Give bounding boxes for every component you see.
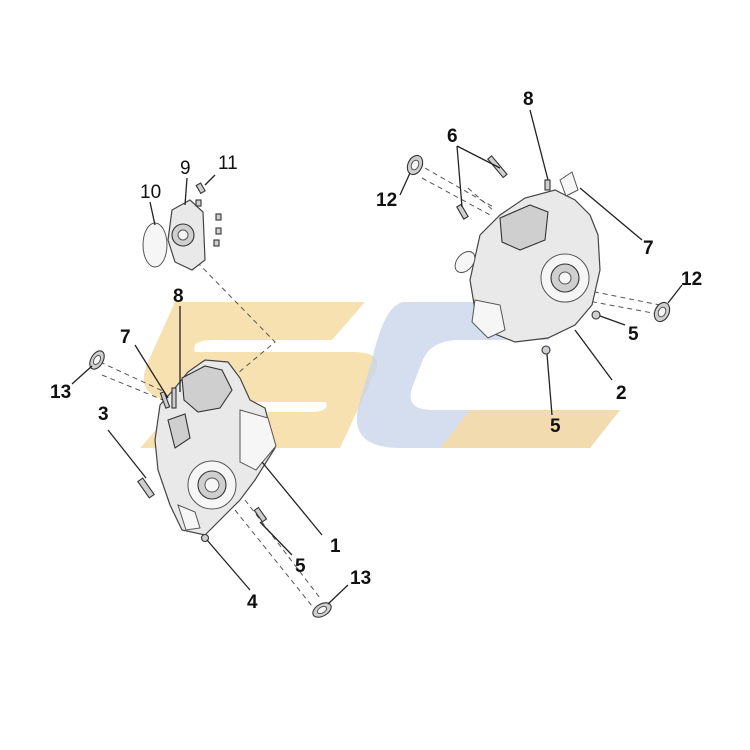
callout-8-front: 8	[173, 286, 184, 307]
callout-labels: 11 9 10 8 7 13 3 1 5 4 13 8 6 12 7 12 5 …	[50, 89, 702, 613]
callout-7-front: 7	[120, 327, 131, 348]
callout-5-front: 5	[295, 556, 306, 577]
front-cover-plate	[142, 182, 222, 271]
front-hardware	[137, 387, 268, 543]
leader-lines	[71, 109, 683, 605]
callout-4: 4	[247, 592, 258, 613]
callout-12-right: 12	[681, 269, 702, 290]
callout-3: 3	[98, 404, 109, 425]
callout-2: 2	[616, 383, 627, 404]
callout-5-rear-bottom: 5	[550, 416, 561, 437]
callout-12-left: 12	[376, 190, 397, 211]
callout-5-rear-right: 5	[628, 324, 639, 345]
callout-1: 1	[330, 536, 341, 557]
callout-13-left: 13	[50, 382, 71, 403]
sc-watermark-logo	[140, 302, 620, 448]
callout-13-bottom: 13	[350, 568, 371, 589]
callout-9: 9	[180, 158, 191, 179]
callout-8-rear: 8	[523, 89, 534, 110]
callout-6: 6	[447, 126, 458, 147]
callout-7-rear: 7	[643, 238, 654, 259]
rear-seals	[406, 154, 671, 323]
front-seals	[89, 350, 332, 618]
assembly-lines	[99, 167, 661, 607]
rear-differential-housing	[454, 171, 601, 343]
callout-11: 11	[218, 153, 238, 174]
front-differential-housing	[154, 359, 277, 536]
callout-10: 10	[140, 182, 161, 203]
